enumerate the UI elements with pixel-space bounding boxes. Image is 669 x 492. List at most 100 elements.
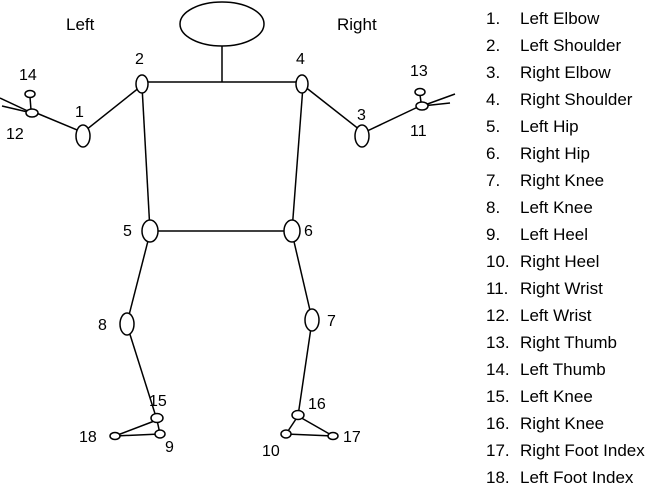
legend-index: 17. bbox=[486, 441, 510, 460]
right-upper-arm-bone bbox=[303, 85, 361, 131]
legend-index: 9. bbox=[486, 225, 501, 244]
joint-left-knee bbox=[119, 312, 135, 336]
joint-left-ankle bbox=[150, 412, 164, 424]
head bbox=[179, 1, 265, 47]
joint-number-9: 9 bbox=[165, 439, 174, 456]
skeleton-joints bbox=[24, 1, 429, 441]
legend-item: 10. Right Heel bbox=[486, 249, 645, 276]
joint-right-elbow bbox=[354, 124, 370, 148]
joint-number-1: 1 bbox=[75, 104, 84, 121]
legend-item: 18. Left Foot Index bbox=[486, 465, 645, 492]
left-side-label: Left bbox=[66, 15, 95, 34]
legend-item: 1. Left Elbow bbox=[486, 6, 645, 33]
legend-item: 9.Left Heel bbox=[486, 222, 645, 249]
right-foot-bone-b bbox=[285, 433, 334, 437]
legend-index: 1. bbox=[486, 9, 501, 28]
joint-number-7: 7 bbox=[327, 313, 336, 330]
joint-right-hip bbox=[283, 219, 301, 243]
joint-left-thumb bbox=[24, 89, 36, 99]
joint-number-3: 3 bbox=[357, 107, 366, 124]
legend-index: 6. bbox=[486, 144, 501, 163]
legend-name: Right Thumb bbox=[520, 333, 618, 352]
legend-item: 7.Right Knee bbox=[486, 168, 645, 195]
legend-index: 4. bbox=[486, 90, 501, 109]
joint-right-foot-index bbox=[327, 431, 339, 441]
joint-left-wrist bbox=[25, 108, 39, 118]
joint-number-18: 18 bbox=[79, 429, 97, 446]
joint-number-15: 15 bbox=[149, 393, 167, 410]
legend-item: 11. Right Wrist bbox=[486, 276, 645, 303]
legend-item: 3. Right Elbow bbox=[486, 60, 645, 87]
skeleton-diagram: Left Right bbox=[0, 1, 456, 460]
legend-name: Right Shoulder bbox=[520, 90, 633, 109]
legend-name: Right Elbow bbox=[520, 63, 611, 82]
legend-item: 17. Right Foot Index bbox=[486, 438, 645, 465]
legend-index: 8. bbox=[486, 198, 501, 217]
left-foot-bone-b bbox=[114, 433, 161, 437]
left-thumb-bone bbox=[29, 96, 32, 111]
legend-name: Left Elbow bbox=[520, 9, 600, 28]
legend-item: 2.Left Shoulder bbox=[486, 33, 645, 60]
legend-item: 8. Left Knee bbox=[486, 195, 645, 222]
joint-number-5: 5 bbox=[123, 223, 132, 240]
legend-item: 5. Left Hip bbox=[486, 114, 645, 141]
joint-number-2: 2 bbox=[135, 51, 144, 68]
right-foot-bone-c bbox=[297, 415, 334, 437]
legend-item: 4. Right Shoulder bbox=[486, 87, 645, 114]
joint-left-foot-index bbox=[109, 431, 121, 441]
joint-right-heel bbox=[280, 429, 292, 439]
joint-right-shoulder bbox=[295, 74, 309, 94]
legend-name: Right Heel bbox=[520, 252, 600, 271]
right-shin-bone bbox=[297, 320, 313, 417]
joint-number-11: 11 bbox=[410, 123, 427, 140]
legend-name: Left Wrist bbox=[520, 306, 592, 325]
legend-item: 14.Left Thumb bbox=[486, 357, 645, 384]
legend-name: Left Foot Index bbox=[520, 468, 634, 487]
joint-number-13: 13 bbox=[410, 63, 428, 80]
joint-number-16: 16 bbox=[308, 396, 326, 413]
joint-right-ankle bbox=[291, 409, 305, 421]
legend-name: Right Foot Index bbox=[520, 441, 645, 460]
legend-index: 5. bbox=[486, 117, 501, 136]
right-forearm-bone bbox=[362, 105, 421, 134]
left-foot-bone-a bbox=[114, 419, 158, 437]
joint-left-shoulder bbox=[135, 74, 149, 94]
joint-left-hip bbox=[141, 219, 159, 243]
legend-item: 13. Right Thumb bbox=[486, 330, 645, 357]
legend-index: 11. bbox=[486, 279, 509, 298]
joint-right-thumb bbox=[414, 87, 426, 97]
joint-number-10: 10 bbox=[262, 443, 280, 460]
joint-legend: 1. Left Elbow 2.Left Shoulder 3. Right Elb… bbox=[486, 6, 645, 492]
legend-name: Left Thumb bbox=[520, 360, 606, 379]
joint-number-labels: 1 2 3 4 5 6 7 8 9 10 11 12 13 14 15 16 1… bbox=[6, 51, 428, 460]
legend-index: 13. bbox=[486, 333, 510, 352]
legend-index: 10. bbox=[486, 252, 510, 271]
legend-item: 16.Right Knee bbox=[486, 411, 645, 438]
left-forearm-bone bbox=[33, 111, 83, 133]
right-torso-bone bbox=[291, 85, 304, 232]
legend-item: 15. Left Knee bbox=[486, 384, 645, 411]
legend-name: Right Hip bbox=[520, 144, 590, 163]
joint-left-elbow bbox=[75, 124, 91, 148]
legend-index: 15. bbox=[486, 387, 510, 406]
left-torso-bone bbox=[141, 85, 151, 232]
legend-index: 3. bbox=[486, 63, 501, 82]
legend-name: Left Hip bbox=[520, 117, 579, 136]
joint-right-knee bbox=[304, 308, 320, 332]
legend-index: 12. bbox=[486, 306, 510, 325]
right-side-label: Right bbox=[337, 15, 377, 34]
right-thigh-bone bbox=[291, 232, 313, 320]
legend-name: Left Knee bbox=[520, 387, 593, 406]
legend-item: 12. Left Wrist bbox=[486, 303, 645, 330]
legend-name: Right Wrist bbox=[520, 279, 603, 298]
legend-name: Left Knee bbox=[520, 198, 593, 217]
joint-number-12: 12 bbox=[6, 126, 24, 143]
legend-index: 18. bbox=[486, 468, 510, 487]
legend-name: Right Knee bbox=[520, 171, 605, 190]
joint-right-wrist bbox=[415, 101, 429, 111]
joint-left-heel bbox=[154, 429, 166, 439]
joint-number-8: 8 bbox=[98, 317, 107, 334]
joint-number-4: 4 bbox=[296, 51, 305, 68]
legend-index: 16. bbox=[486, 414, 510, 433]
legend-name: Left Shoulder bbox=[520, 36, 622, 55]
